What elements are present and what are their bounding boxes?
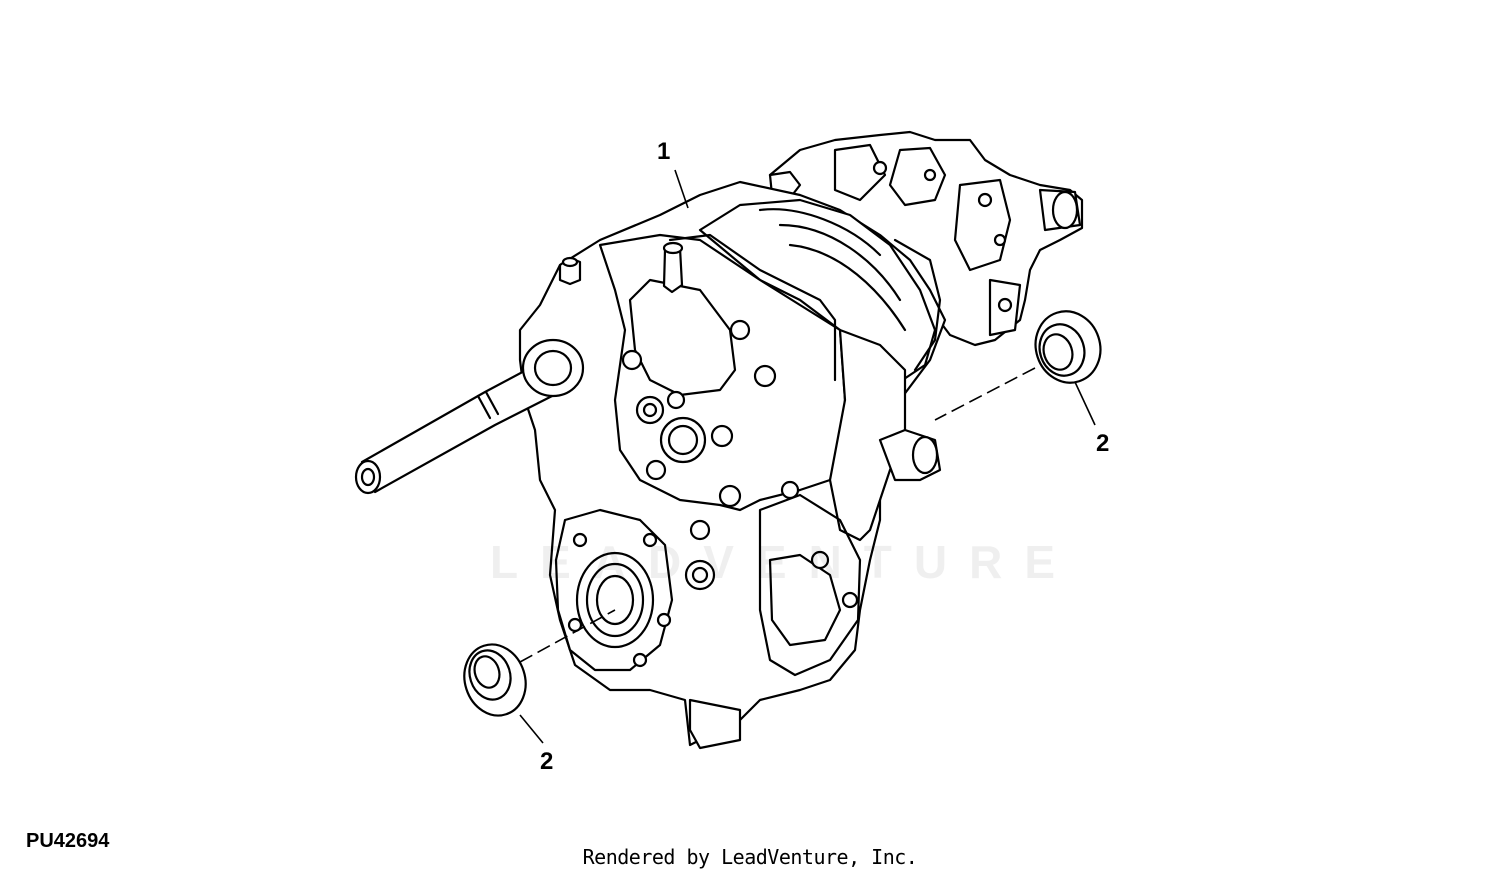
callout-1: 1 [657, 138, 671, 165]
main-housing [518, 180, 947, 750]
right-oil-seal [1034, 310, 1102, 384]
left-output-flange [554, 508, 674, 672]
render-credit: Rendered by LeadVenture, Inc. [582, 845, 918, 869]
left-seal-centerline [519, 609, 616, 663]
leader-line-2-left [519, 714, 544, 744]
callout-2-left: 2 [540, 748, 554, 775]
input-shaft [354, 338, 585, 495]
callout-2-right: 2 [1096, 430, 1110, 457]
left-oil-seal [463, 643, 527, 717]
right-seal-centerline [934, 367, 1036, 421]
watermark-text: LEADVENTURE [490, 536, 1078, 588]
leader-line-1 [674, 169, 689, 209]
figure-id: PU42694 [26, 830, 110, 852]
pump-assembly [768, 130, 1084, 347]
leader-line-2-right [1074, 381, 1096, 426]
